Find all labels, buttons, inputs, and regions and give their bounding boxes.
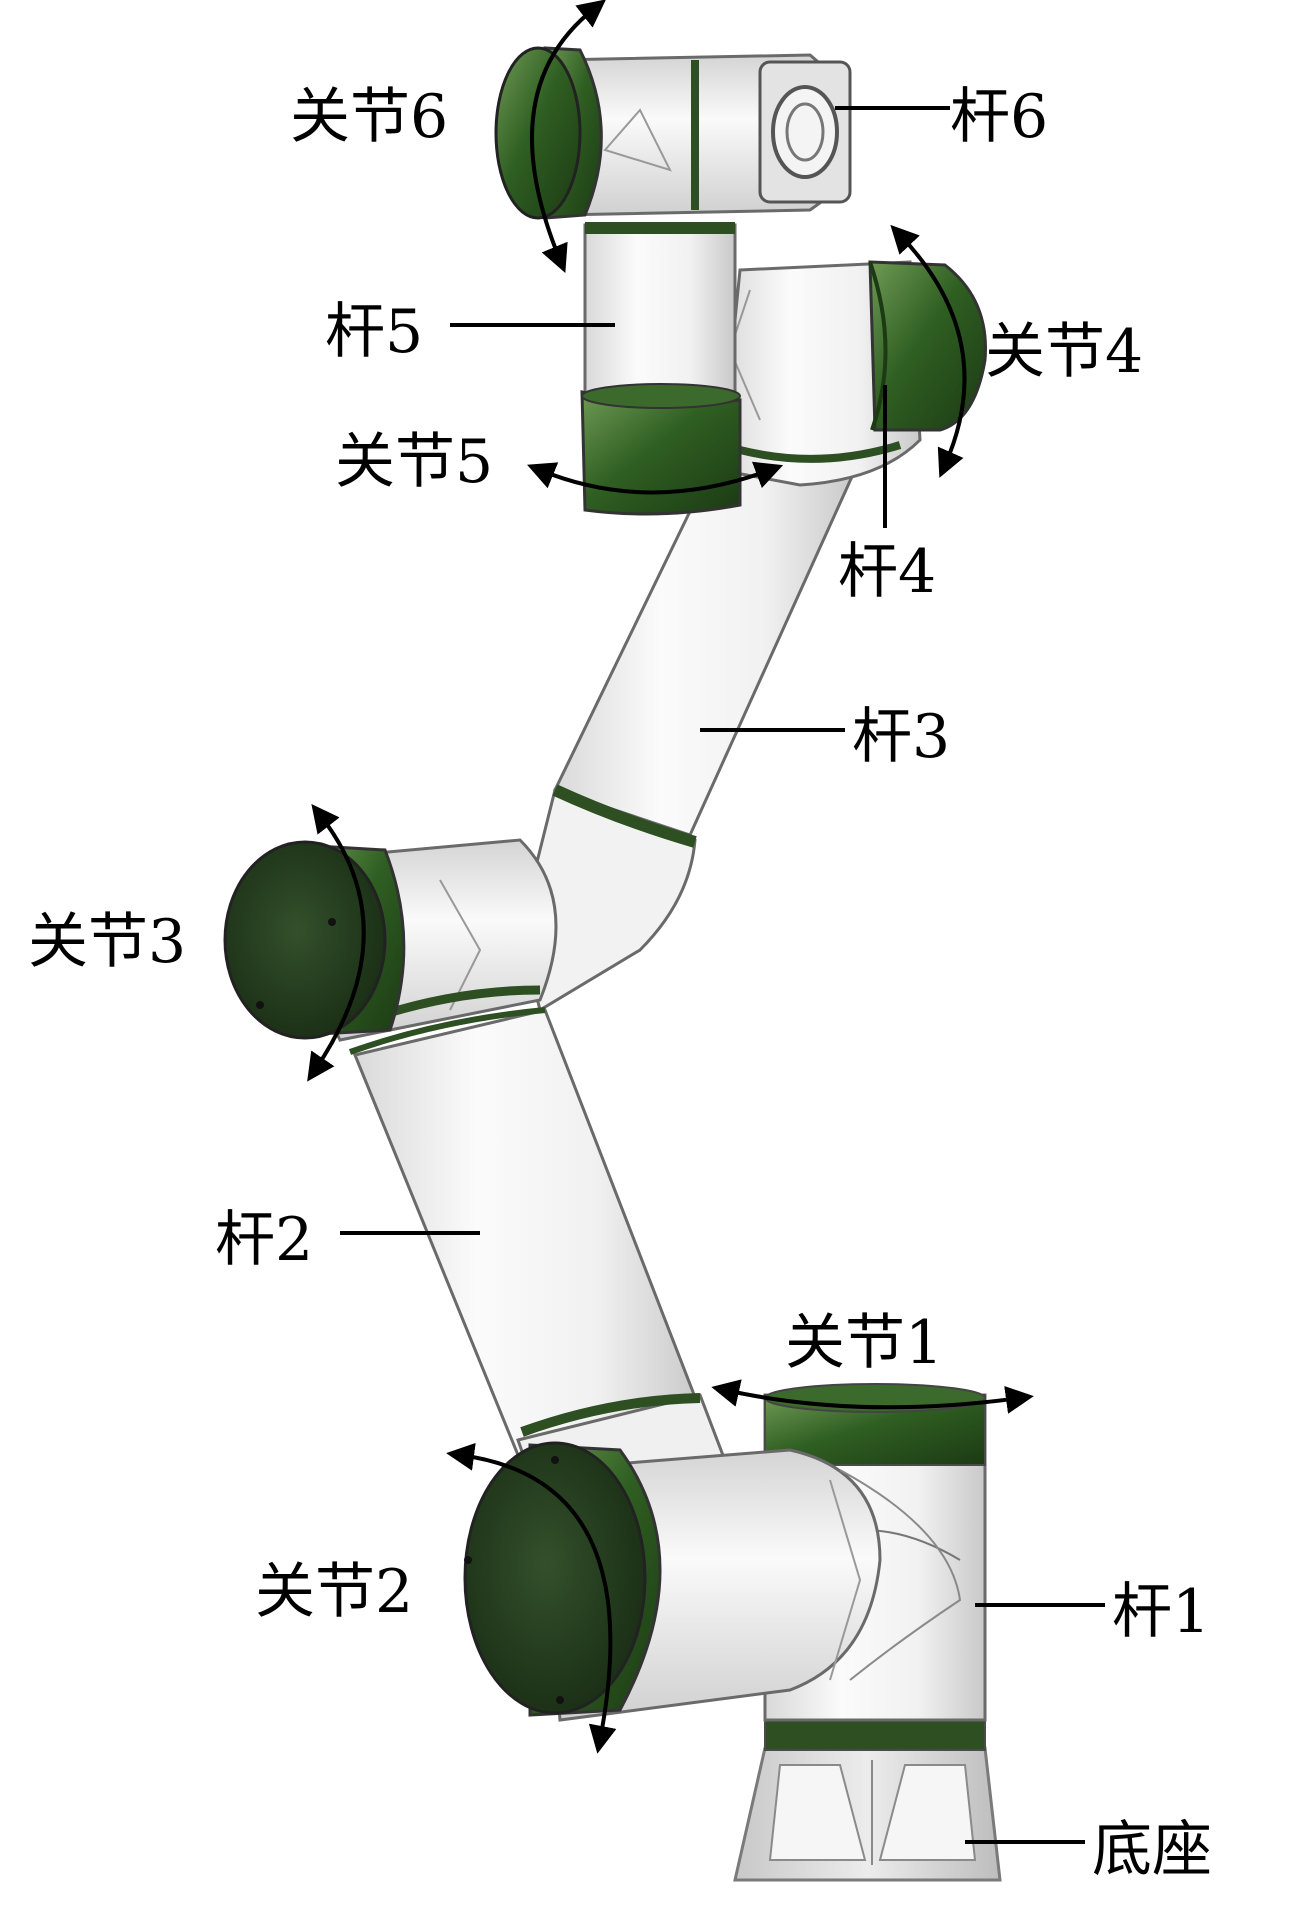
label-joint2: 关节2 — [255, 1557, 413, 1627]
joint6-cylinder — [494, 46, 603, 220]
label-joint1: 关节1 — [785, 1308, 943, 1378]
label-link1: 杆1 — [1112, 1577, 1210, 1647]
joint4-rotation-arrow — [890, 224, 967, 478]
label-link5: 杆5 — [325, 297, 423, 367]
label-link6: 杆6 — [950, 82, 1048, 152]
rotation-arrows — [307, 0, 1034, 1754]
joint2-cylinder — [463, 1441, 662, 1717]
base — [733, 1717, 1002, 1882]
leader-lines — [340, 106, 1105, 1844]
joint1-rotation-arrow — [711, 1379, 1034, 1414]
wrist-head — [553, 53, 852, 217]
label-joint4: 关节4 — [985, 317, 1143, 387]
joint3-rotation-arrow — [307, 803, 366, 1082]
label-base: 底座 — [1092, 1815, 1212, 1885]
joint3-cylinder — [223, 840, 406, 1040]
joint6-rotation-arrow — [530, 0, 607, 273]
joint2-rotation-arrow — [446, 1442, 617, 1754]
joint4-cylinder — [868, 260, 987, 432]
label-link4: 杆4 — [838, 537, 936, 607]
joint5-rotation-arrow — [527, 461, 784, 495]
labels: 关节6 杆6 杆5 关节4 关节5 杆4 杆3 关节3 杆2 关节1 关节2 杆… — [28, 82, 1212, 1885]
label-joint6: 关节6 — [290, 82, 448, 152]
link3-body — [518, 468, 858, 1013]
label-link2: 杆2 — [215, 1205, 313, 1275]
label-link3: 杆3 — [852, 702, 950, 772]
label-joint5: 关节5 — [335, 427, 493, 497]
label-joint3: 关节3 — [28, 907, 186, 977]
joint5-cylinder — [580, 383, 742, 516]
